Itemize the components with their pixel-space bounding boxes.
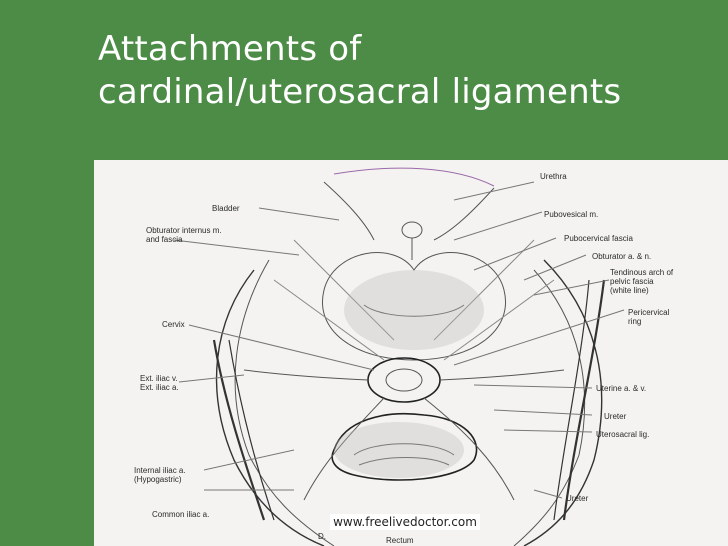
- label-ureter-lower: Ureter: [566, 494, 589, 503]
- label-tendinous-arch: Tendinous arch of pelvic fascia (white l…: [610, 268, 674, 295]
- label-external-iliac: Ext. iliac v. Ext. iliac a.: [140, 374, 179, 392]
- label-rectum: Rectum: [386, 536, 414, 545]
- label-d-mark: D.: [318, 532, 326, 541]
- title-line-2: cardinal/uterosacral ligaments: [98, 72, 622, 112]
- label-cervix: Cervix: [162, 320, 185, 329]
- label-ureter: Ureter: [604, 412, 627, 421]
- label-bladder: Bladder: [212, 204, 240, 213]
- label-uterine-vessels: Uterine a. & v.: [596, 384, 647, 393]
- label-pubovesical: Pubovesical m.: [544, 210, 599, 219]
- label-obturator-a-n: Obturator a. & n.: [592, 252, 652, 261]
- label-common-iliac: Common iliac a.: [152, 510, 210, 519]
- title-line-1: Attachments of: [98, 29, 362, 69]
- label-urethra: Urethra: [540, 172, 567, 181]
- slide-title: Attachments of cardinal/uterosacral liga…: [98, 28, 698, 114]
- label-internal-iliac: Internal iliac a. (Hypogastric): [134, 466, 186, 484]
- watermark-url: www.freelivedoctor.com: [330, 514, 480, 530]
- label-uterosacral: Uterosacral lig.: [596, 430, 650, 439]
- label-pericervical-ring: Pericervical ring: [628, 308, 670, 326]
- anatomy-diagram: Urethra Bladder Obturator internus m. an…: [94, 160, 728, 546]
- label-obturator-internus: Obturator internus m. and fascia: [146, 226, 222, 244]
- pelvic-floor-illustration: [173, 167, 625, 546]
- label-pubocervical-fascia: Pubocervical fascia: [564, 234, 633, 243]
